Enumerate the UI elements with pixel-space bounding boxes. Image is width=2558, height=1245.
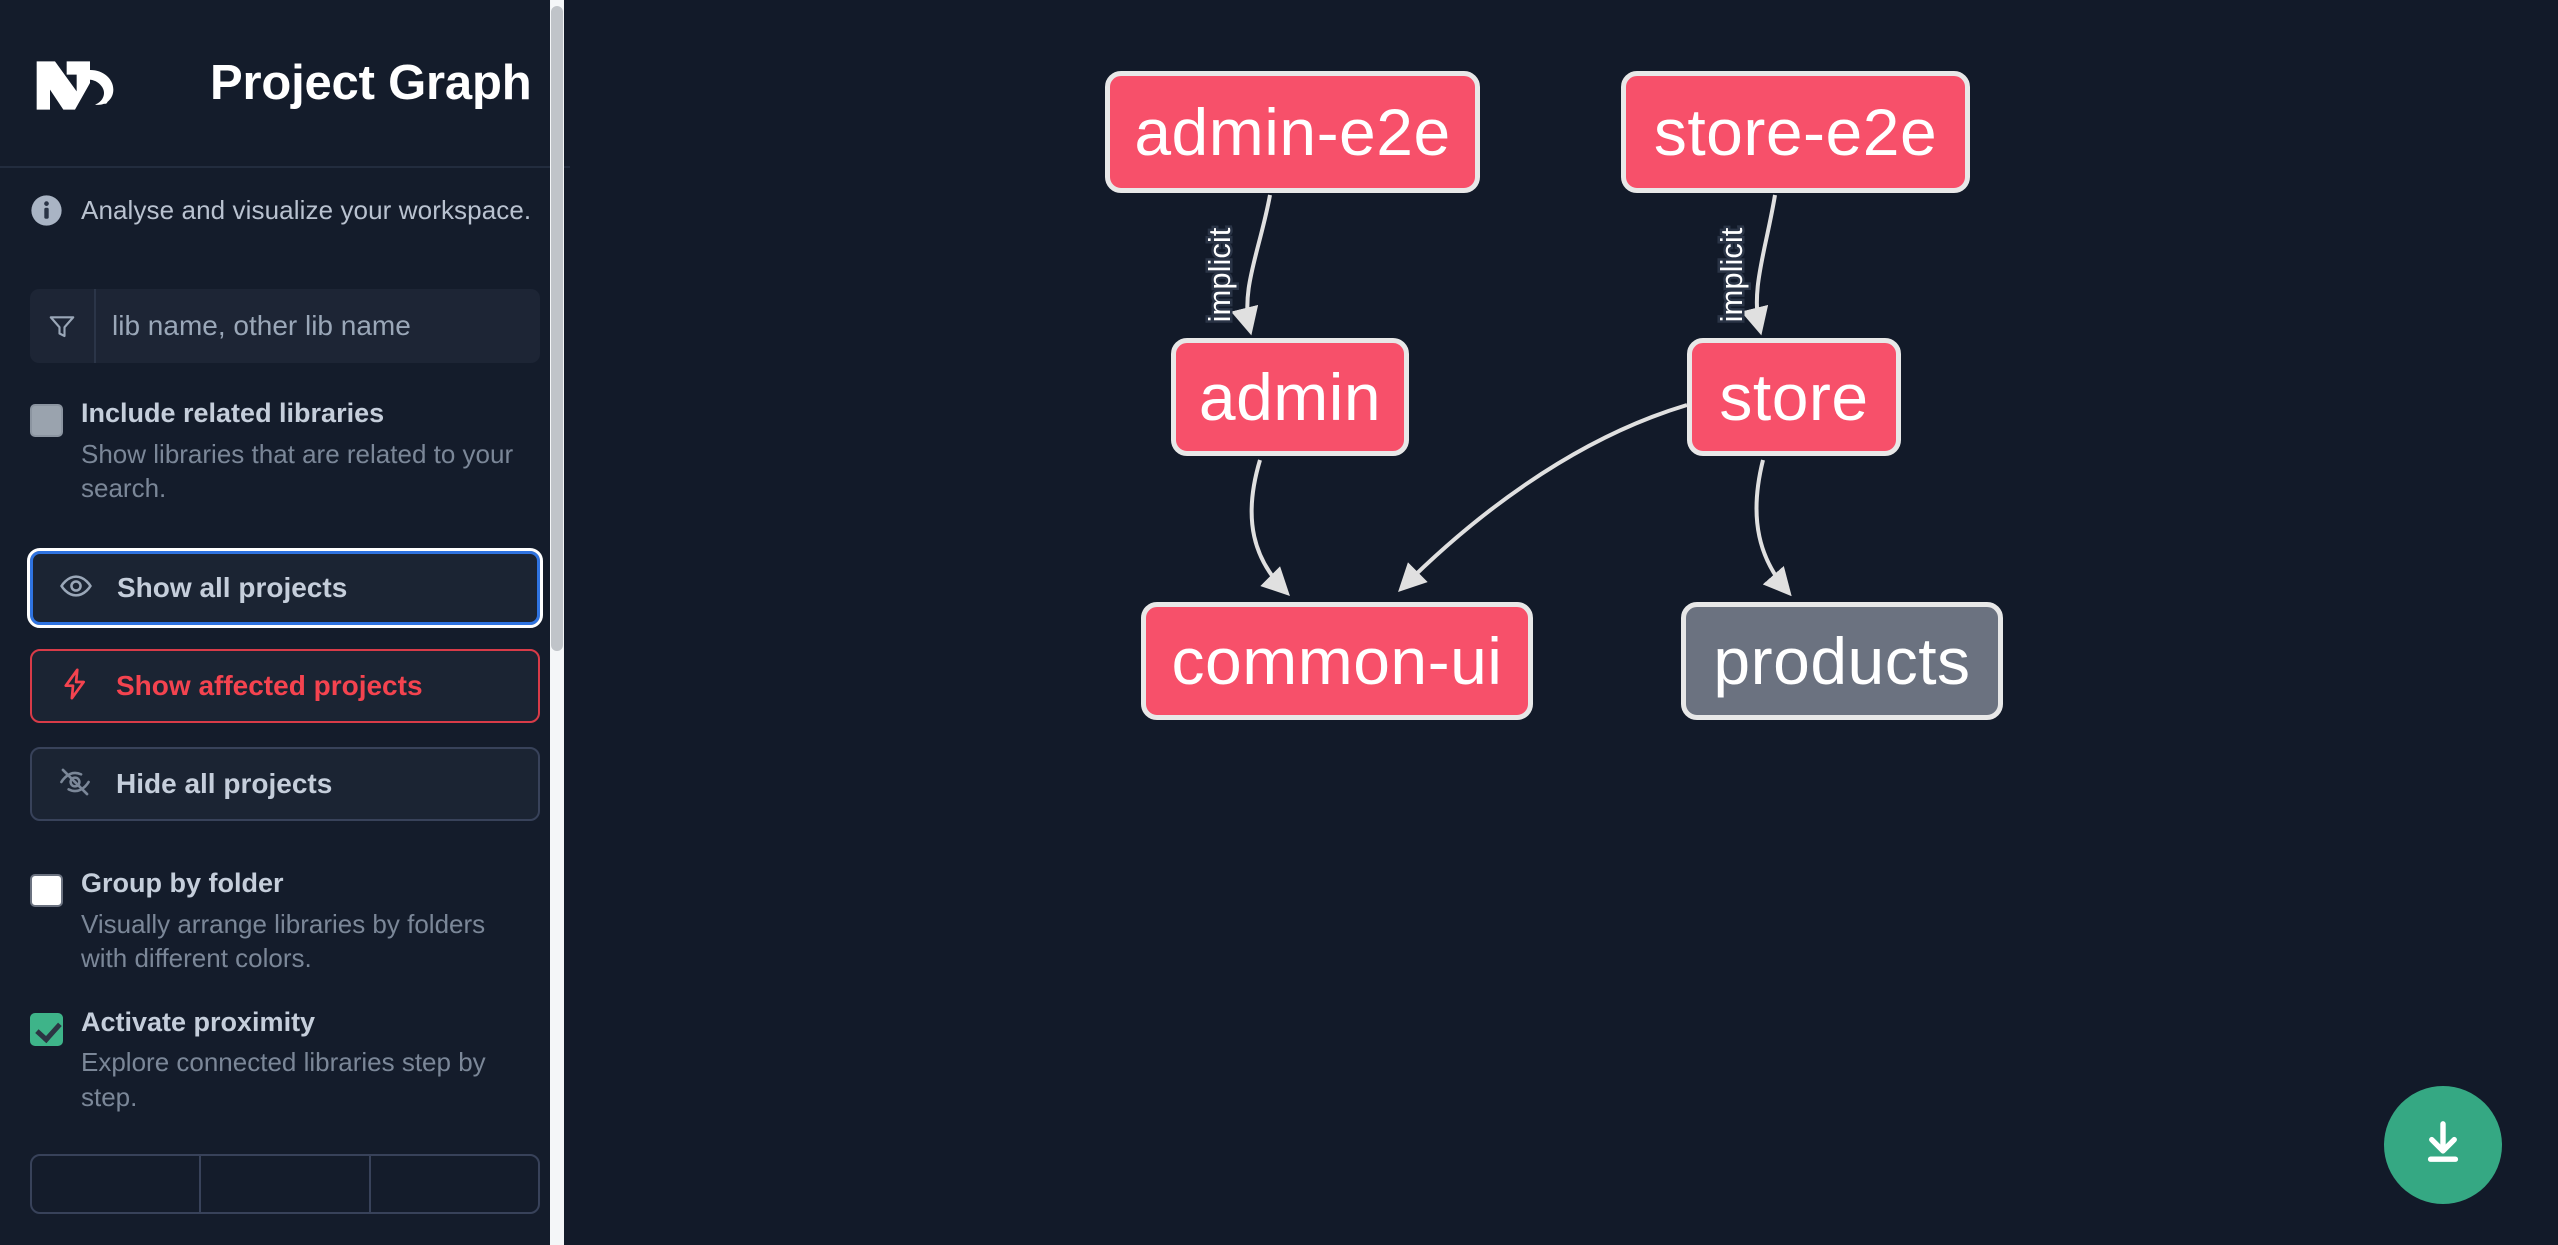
search-input[interactable] <box>96 289 540 363</box>
edge-admin-to-common-ui <box>1249 459 1290 596</box>
edge-label-implicit-store: implicit <box>1714 227 1749 322</box>
nx-logo-icon <box>30 49 130 117</box>
activate-proximity-label: Activate proximity <box>81 1006 316 1037</box>
funnel-filter-icon <box>30 289 96 363</box>
graph-node-admin[interactable]: admin <box>1171 338 1409 456</box>
proximity-step-option-3[interactable] <box>371 1156 538 1212</box>
hide-all-projects-button[interactable]: Hide all projects <box>30 747 540 822</box>
show-all-projects-button[interactable]: Show all projects <box>27 548 543 629</box>
include-related-libraries-description: Show libraries that are related to your … <box>81 438 514 503</box>
include-related-libraries-checkbox[interactable] <box>30 404 63 437</box>
graph-node-admin-e2e[interactable]: admin-e2e <box>1105 71 1480 193</box>
graph-node-label: store-e2e <box>1653 95 1938 169</box>
group-by-folder-label: Group by folder <box>81 868 284 899</box>
graph-node-label: common-ui <box>1171 624 1503 698</box>
show-affected-projects-label: Show affected projects <box>116 670 423 702</box>
download-icon <box>2416 1116 2470 1175</box>
checkbox-row-group-by-folder[interactable]: Group by folder Visually arrange librari… <box>30 869 540 975</box>
show-all-projects-label: Show all projects <box>117 572 348 604</box>
edge-admin-e2e-to-admin <box>1230 194 1272 336</box>
page-title: Project Graph <box>210 56 532 110</box>
activate-proximity-description: Explore connected libraries step by step… <box>81 1047 486 1112</box>
checkbox-row-include-related-libraries[interactable]: Include related libraries Show libraries… <box>30 398 540 505</box>
graph-node-label: admin <box>1198 360 1382 434</box>
graph-node-label: admin-e2e <box>1134 95 1451 169</box>
graph-node-label: products <box>1713 624 1971 698</box>
sidebar-scrollbar-thumb[interactable] <box>551 6 563 651</box>
proximity-step-segmented-control[interactable] <box>30 1153 540 1214</box>
proximity-step-option-1[interactable] <box>32 1155 202 1212</box>
eye-slash-icon <box>58 765 92 804</box>
hide-all-projects-label: Hide all projects <box>116 768 333 800</box>
graph-canvas[interactable]: implicit implicit admin-e2e store-e2e ad… <box>570 0 2558 1245</box>
edge-store-e2e-to-store <box>1740 194 1777 336</box>
graph-node-products[interactable]: products <box>1681 602 2003 720</box>
filter-search-box[interactable] <box>30 289 540 363</box>
lightning-bolt-icon <box>58 667 92 706</box>
graph-edges-layer: implicit implicit <box>1200 194 1792 597</box>
graph-node-label: store <box>1719 360 1869 434</box>
graph-node-common-ui[interactable]: common-ui <box>1141 602 1533 720</box>
workspace-info: Analyse and visualize your workspace. <box>30 168 540 237</box>
group-by-folder-checkbox[interactable] <box>30 874 63 908</box>
sidebar: Project Graph Analyse and visualize your… <box>0 0 570 1245</box>
graph-node-store-e2e[interactable]: store-e2e <box>1621 71 1970 193</box>
show-affected-projects-button[interactable]: Show affected projects <box>30 649 540 724</box>
graph-node-store[interactable]: store <box>1687 338 1901 456</box>
sidebar-body: Analyse and visualize your workspace. In… <box>0 168 570 1214</box>
proximity-step-option-2[interactable] <box>201 1155 371 1212</box>
info-circle-icon <box>30 194 63 227</box>
edge-label-implicit-admin: implicit <box>1202 227 1237 322</box>
activate-proximity-checkbox[interactable] <box>30 1012 63 1046</box>
edge-store-to-common-ui <box>1398 403 1688 592</box>
checkbox-row-activate-proximity[interactable]: Activate proximity Explore connected lib… <box>30 1006 540 1114</box>
include-related-libraries-label: Include related libraries <box>81 398 385 428</box>
group-by-folder-description: Visually arrange libraries by folders wi… <box>81 909 486 974</box>
download-graph-button[interactable] <box>2384 1086 2502 1204</box>
eye-icon <box>59 569 93 608</box>
workspace-info-text: Analyse and visualize your workspace. <box>81 195 532 225</box>
edge-store-to-products <box>1754 459 1792 597</box>
sidebar-header: Project Graph <box>0 0 570 168</box>
